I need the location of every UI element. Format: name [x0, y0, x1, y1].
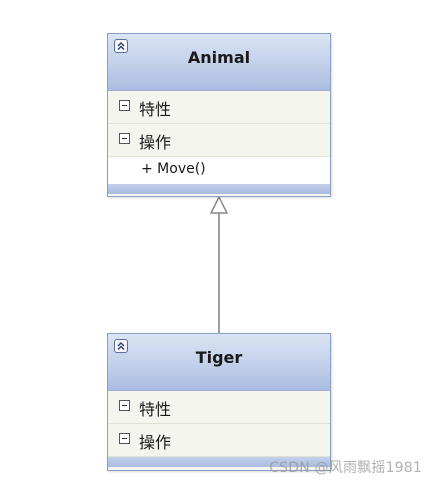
- collapse-icon[interactable]: [114, 39, 128, 53]
- class-tiger[interactable]: Tiger 特性 操作: [107, 333, 331, 471]
- class-tiger-footer: [108, 457, 330, 467]
- collapse-icon[interactable]: [114, 339, 128, 353]
- class-animal[interactable]: Animal 特性 操作 + Move(): [107, 33, 331, 197]
- inheritance-arrowhead: [209, 195, 229, 214]
- minus-box-icon[interactable]: [119, 433, 130, 444]
- animal-operations-compartment[interactable]: 操作: [108, 124, 330, 157]
- class-animal-footer: [108, 184, 330, 194]
- minus-box-icon[interactable]: [119, 133, 130, 144]
- operation-move[interactable]: + Move(): [108, 157, 330, 184]
- class-animal-name: Animal: [187, 48, 251, 67]
- class-animal-header[interactable]: Animal: [108, 34, 330, 91]
- animal-attributes-label: 特性: [139, 100, 172, 119]
- minus-box-icon[interactable]: [119, 100, 130, 111]
- tiger-operations-compartment[interactable]: 操作: [108, 424, 330, 457]
- class-tiger-name: Tiger: [195, 348, 243, 367]
- animal-attributes-compartment[interactable]: 特性: [108, 91, 330, 124]
- animal-operations-label: 操作: [139, 133, 172, 152]
- minus-box-icon[interactable]: [119, 400, 130, 411]
- watermark: CSDN @风雨飘摇1981: [269, 460, 422, 476]
- tiger-attributes-compartment[interactable]: 特性: [108, 391, 330, 424]
- tiger-attributes-label: 特性: [139, 400, 172, 419]
- tiger-operations-label: 操作: [139, 433, 172, 452]
- operation-move-label: + Move(): [141, 161, 206, 177]
- class-tiger-header[interactable]: Tiger: [108, 334, 330, 391]
